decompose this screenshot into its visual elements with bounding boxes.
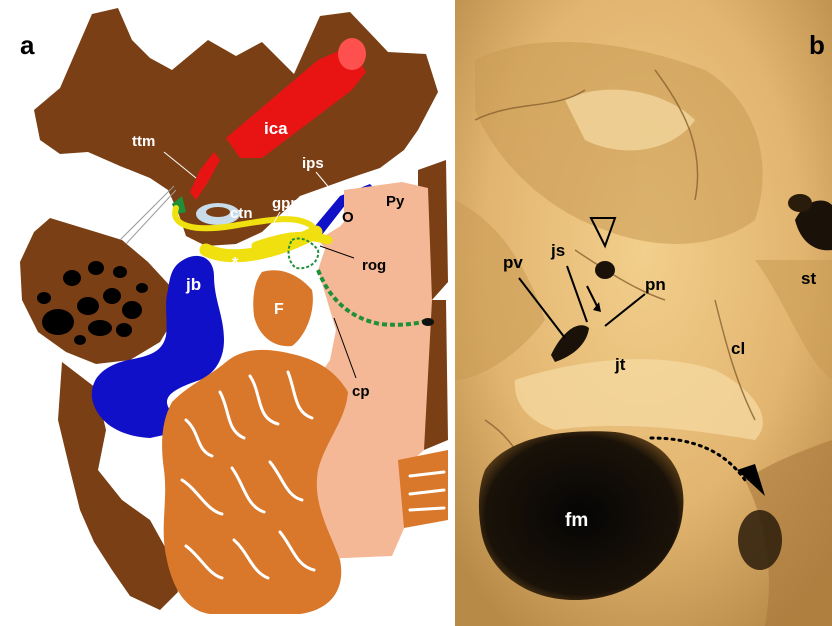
- label-ctn: ctn: [230, 205, 253, 222]
- label-js: js: [550, 241, 565, 260]
- label-py: Py: [386, 193, 405, 210]
- small-foramen: [595, 261, 615, 279]
- panel-b-photograph: pv js pn jt cl st fm b: [455, 0, 832, 626]
- label-jt: jt: [614, 355, 626, 374]
- label-cl: cl: [731, 339, 745, 358]
- label-pn: pn: [645, 275, 666, 294]
- label-st: st: [801, 269, 816, 288]
- label-fm: fm: [565, 510, 588, 531]
- anatomy-illustration: ttm ica ips gpn ctn * jb F Py O rog cp: [0, 0, 452, 626]
- panel-a-illustration: ttm ica ips gpn ctn * jb F Py O rog cp a: [0, 0, 452, 626]
- label-ips: ips: [302, 155, 324, 172]
- label-cp: cp: [352, 383, 370, 400]
- panel-letter-a: a: [20, 30, 34, 61]
- panel-letter-b: b: [809, 30, 825, 61]
- skull-base-photo: pv js pn jt cl st fm: [455, 0, 832, 626]
- label-ica: ica: [264, 119, 288, 138]
- label-f: F: [274, 301, 284, 318]
- label-jb: jb: [185, 275, 201, 294]
- label-o: O: [342, 209, 354, 226]
- label-pv: pv: [503, 253, 523, 272]
- label-ttm: ttm: [132, 133, 155, 150]
- label-asterisk: *: [232, 255, 239, 272]
- label-gpn: gpn: [272, 195, 300, 212]
- label-rog: rog: [362, 257, 386, 274]
